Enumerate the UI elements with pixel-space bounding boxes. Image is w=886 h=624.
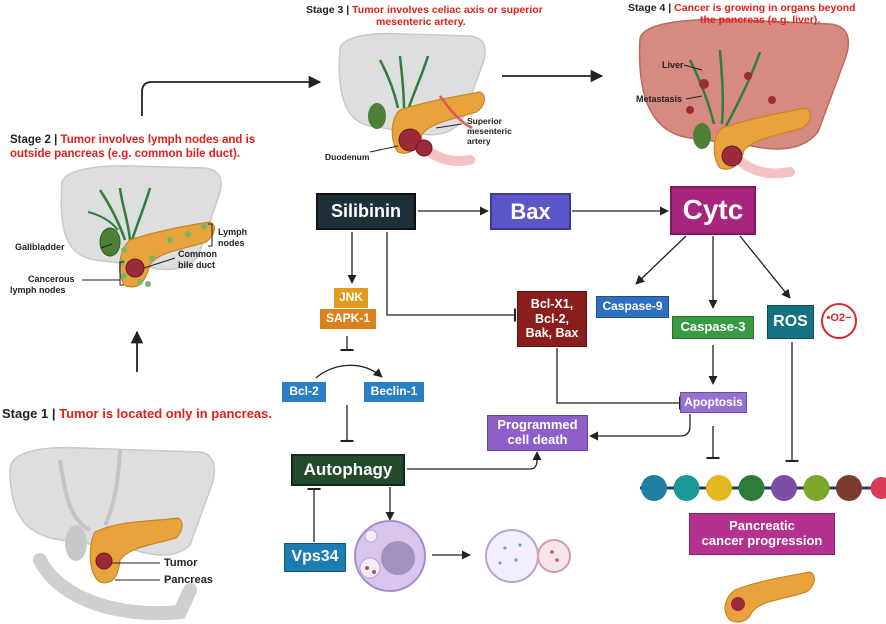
pancreatic-progression-box: Pancreatic cancer progression <box>689 513 835 555</box>
progression-bead <box>803 475 830 501</box>
stage2-caption: Stage 2 | Tumor involves lymph nodes and… <box>10 134 256 160</box>
cancerous-line2: lymph nodes <box>10 284 66 295</box>
progression-bead <box>870 477 886 499</box>
lymph-nodes-line2: nodes <box>218 237 245 248</box>
lysosome-fusion-illustration <box>485 529 571 583</box>
beclin-box: Beclin-1 <box>364 382 424 402</box>
stage3-organ-illustration <box>338 32 486 166</box>
progression-line2: cancer progression <box>701 533 823 548</box>
bclx-line1: Bcl-X1, <box>530 297 574 312</box>
stage3-text-line2: mesenteric artery. <box>376 16 466 29</box>
metastasis-label: Metastasis <box>636 94 683 104</box>
superoxide-label: •O2− <box>826 312 852 324</box>
sapk-box: SAPK-1 <box>320 309 376 329</box>
progression-bead <box>641 475 667 501</box>
gallbladder-label: Gallbladder <box>15 242 65 252</box>
stage3-label: Stage 3 <box>306 4 344 16</box>
bclx-box: Bcl-X1, Bcl-2, Bak, Bax <box>517 291 587 347</box>
stage4-organ-illustration <box>638 18 850 179</box>
vps34-box: Vps34 <box>284 543 346 572</box>
bax-box: Bax <box>490 193 571 230</box>
stage4-text-line1: Cancer is growing in organs beyond <box>674 2 856 14</box>
pancreas-illustration-small <box>724 571 815 623</box>
superoxide-circle <box>821 303 857 339</box>
progression-bead <box>673 475 700 501</box>
bile-line1: Common <box>178 249 217 259</box>
bile-line2: bile duct <box>178 259 216 270</box>
sma-line1: Superior <box>467 116 502 126</box>
cancerous-line1: Cancerous <box>28 274 75 284</box>
progression-chain <box>640 475 886 501</box>
stage2-text-line2: outside pancreas (e.g. common bile duct)… <box>10 147 241 160</box>
ros-box: ROS <box>767 305 814 339</box>
stage2-label: Stage 2 <box>10 134 51 146</box>
stage4-text-line2: the pancreas (e.g. liver). <box>700 14 821 27</box>
lymph-nodes-line1: Lymph <box>218 227 248 237</box>
caspase3-box: Caspase-3 <box>672 316 754 339</box>
pancreas-label: Pancreas <box>164 574 213 586</box>
autophagy-box: Autophagy <box>291 454 405 486</box>
bclx-line3: Bak, Bax <box>525 326 579 341</box>
sma-line2: mesenteric <box>467 126 512 137</box>
programmed-line2: cell death <box>507 432 568 447</box>
stage1-organ-illustration <box>9 446 216 621</box>
liver-label: Liver <box>662 60 684 70</box>
stage2-text-line1: Tumor involves lymph nodes and is <box>60 134 256 146</box>
stage3-text-line1: Tumor involves celiac axis or superior <box>352 4 543 16</box>
stage3-caption: Stage 3 | Tumor involves celiac axis or … <box>306 4 543 29</box>
pathway-connectors <box>307 206 799 560</box>
programmed-cell-death-box: Programmed cell death <box>487 415 588 451</box>
sma-line3: artery <box>467 136 491 147</box>
tumor-label: Tumor <box>164 557 198 569</box>
apoptosis-box: Apoptosis <box>680 392 747 413</box>
progression-bead <box>771 475 797 501</box>
silibinin-box: Silibinin <box>316 193 416 230</box>
jnk-box: JNK <box>334 288 368 308</box>
stage4-caption: Stage 4 | Cancer is growing in organs be… <box>628 2 856 27</box>
stage2-organ-illustration <box>60 165 222 288</box>
cytc-box: Cytc <box>670 186 756 235</box>
stage1-text: Tumor is located only in pancreas. <box>59 406 272 421</box>
programmed-line1: Programmed <box>497 417 578 433</box>
bclx-line2: Bcl-2, <box>534 311 570 326</box>
progression-bead <box>738 475 765 501</box>
autophagosome-cell-illustration <box>354 520 426 592</box>
stage1-label: Stage 1 <box>2 406 49 421</box>
caspase9-box: Caspase-9 <box>596 296 669 318</box>
duodenum-label: Duodenum <box>325 152 370 162</box>
bcl2-box: Bcl-2 <box>282 382 326 402</box>
stage4-label: Stage 4 <box>628 2 666 14</box>
stage1-caption: Stage 1 | Tumor is located only in pancr… <box>2 406 272 421</box>
progression-bead <box>836 475 862 501</box>
progression-line1: Pancreatic <box>729 518 795 534</box>
progression-bead <box>706 475 732 501</box>
